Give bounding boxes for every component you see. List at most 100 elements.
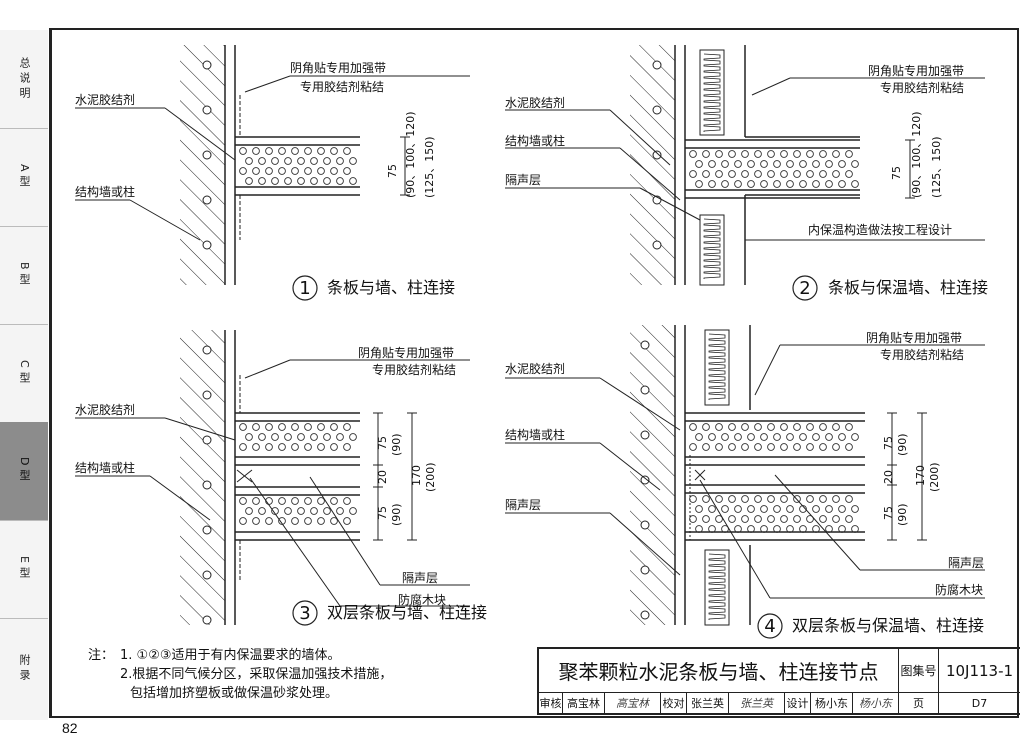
bead [754, 423, 762, 431]
bead [284, 157, 292, 165]
bead [806, 423, 814, 431]
review-label: 审核 [539, 693, 563, 713]
dim-gap: 20 [376, 470, 389, 484]
bead [786, 525, 794, 533]
detail-number: 2 [799, 278, 810, 299]
bead [702, 170, 710, 178]
bead [799, 525, 807, 533]
aggregate-mark [640, 430, 650, 440]
bead [708, 433, 716, 441]
bead [851, 433, 859, 441]
bead [330, 497, 338, 505]
insulation-wave [708, 333, 726, 400]
label-tape: 阴角贴专用加强带 [866, 330, 962, 345]
bead [330, 443, 338, 451]
bead [845, 443, 853, 451]
sidebar-tab-e[interactable]: E型 [0, 520, 48, 619]
sidebar-tab-d[interactable]: D型 [0, 422, 48, 521]
bead [297, 157, 305, 165]
detail-title: 条板与墙、柱连接 [327, 278, 455, 297]
bead [786, 505, 794, 513]
bead [336, 433, 344, 441]
label-wood: 防腐木块 [398, 592, 446, 607]
section-sidebar: 总说明 A型 B型 C型 D型 E型 附录 [0, 30, 48, 720]
bead [832, 170, 840, 178]
bead [252, 517, 260, 525]
design-label: 设计 [785, 693, 811, 713]
aggregate-mark [202, 345, 212, 355]
bead [741, 170, 749, 178]
detail-number-circle [292, 275, 318, 301]
bead [773, 505, 781, 513]
bead [773, 525, 781, 533]
label-cement: 水泥胶结剂 [505, 361, 565, 376]
dim-bottom: 75 [882, 506, 895, 520]
bead [278, 497, 286, 505]
aggregate-mark [652, 240, 662, 250]
bead [284, 507, 292, 515]
bead [786, 180, 794, 188]
leader-line [751, 77, 791, 96]
insulation-wave [703, 53, 721, 132]
dim-alt1: (90、100、120) [404, 111, 417, 198]
bead [258, 507, 266, 515]
bead [747, 505, 755, 513]
bead [330, 147, 338, 155]
label-cement: 水泥胶结剂 [75, 92, 135, 107]
bead [304, 167, 312, 175]
bead [754, 515, 762, 523]
bead [832, 443, 840, 451]
note-3: 包括增加挤塑板或做保温砂浆处理。 [130, 686, 339, 701]
detail-number-circle [292, 600, 318, 626]
bead [728, 443, 736, 451]
bead [721, 180, 729, 188]
bead [715, 443, 723, 451]
bead [760, 433, 768, 441]
designer-signature: 杨小东 [853, 693, 899, 713]
checker: 张兰英 [687, 693, 729, 713]
sidebar-tab-general[interactable]: 总说明 [0, 30, 48, 129]
detail-4: 阴角贴专用加强带 专用胶结剂粘结 水泥胶结剂 结构墙或柱 隔声层 隔声层 防腐木… [505, 330, 984, 637]
bead [780, 515, 788, 523]
notes-prefix: 注： [88, 648, 115, 663]
page-value: D7 [971, 696, 988, 710]
bead [832, 423, 840, 431]
leader-line [609, 512, 681, 576]
dim-alt2: (125、150) [930, 136, 943, 198]
leader-line [149, 475, 211, 521]
label-tape-glue: 专用胶结剂粘结 [300, 79, 384, 94]
bead [728, 495, 736, 503]
bead [291, 443, 299, 451]
page-number: 82 [62, 720, 78, 736]
bead [330, 423, 338, 431]
bead [715, 170, 723, 178]
bead [297, 177, 305, 185]
bead [721, 505, 729, 513]
bead [819, 423, 827, 431]
bead [734, 433, 742, 441]
sidebar-tab-b[interactable]: B型 [0, 226, 48, 325]
sidebar-tab-a[interactable]: A型 [0, 128, 48, 227]
bead [825, 160, 833, 168]
bead [304, 497, 312, 505]
label-tape: 阴角贴专用加强带 [290, 60, 386, 75]
leader-line [164, 417, 236, 441]
sidebar-tab-appendix[interactable]: 附录 [18, 654, 31, 684]
label-wood: 防腐木块 [935, 582, 983, 597]
bead [245, 177, 253, 185]
aggregate-mark [202, 390, 212, 400]
bead [728, 515, 736, 523]
bead [747, 433, 755, 441]
dim-total: 170 [410, 465, 423, 486]
aggregate-mark [640, 475, 650, 485]
bead [819, 495, 827, 503]
bead [278, 443, 286, 451]
aggregate-mark [202, 615, 212, 625]
aggregate-mark [640, 385, 650, 395]
bead [695, 433, 703, 441]
bead [838, 180, 846, 188]
bead [793, 150, 801, 158]
bead [767, 495, 775, 503]
bead [708, 180, 716, 188]
bead [728, 423, 736, 431]
